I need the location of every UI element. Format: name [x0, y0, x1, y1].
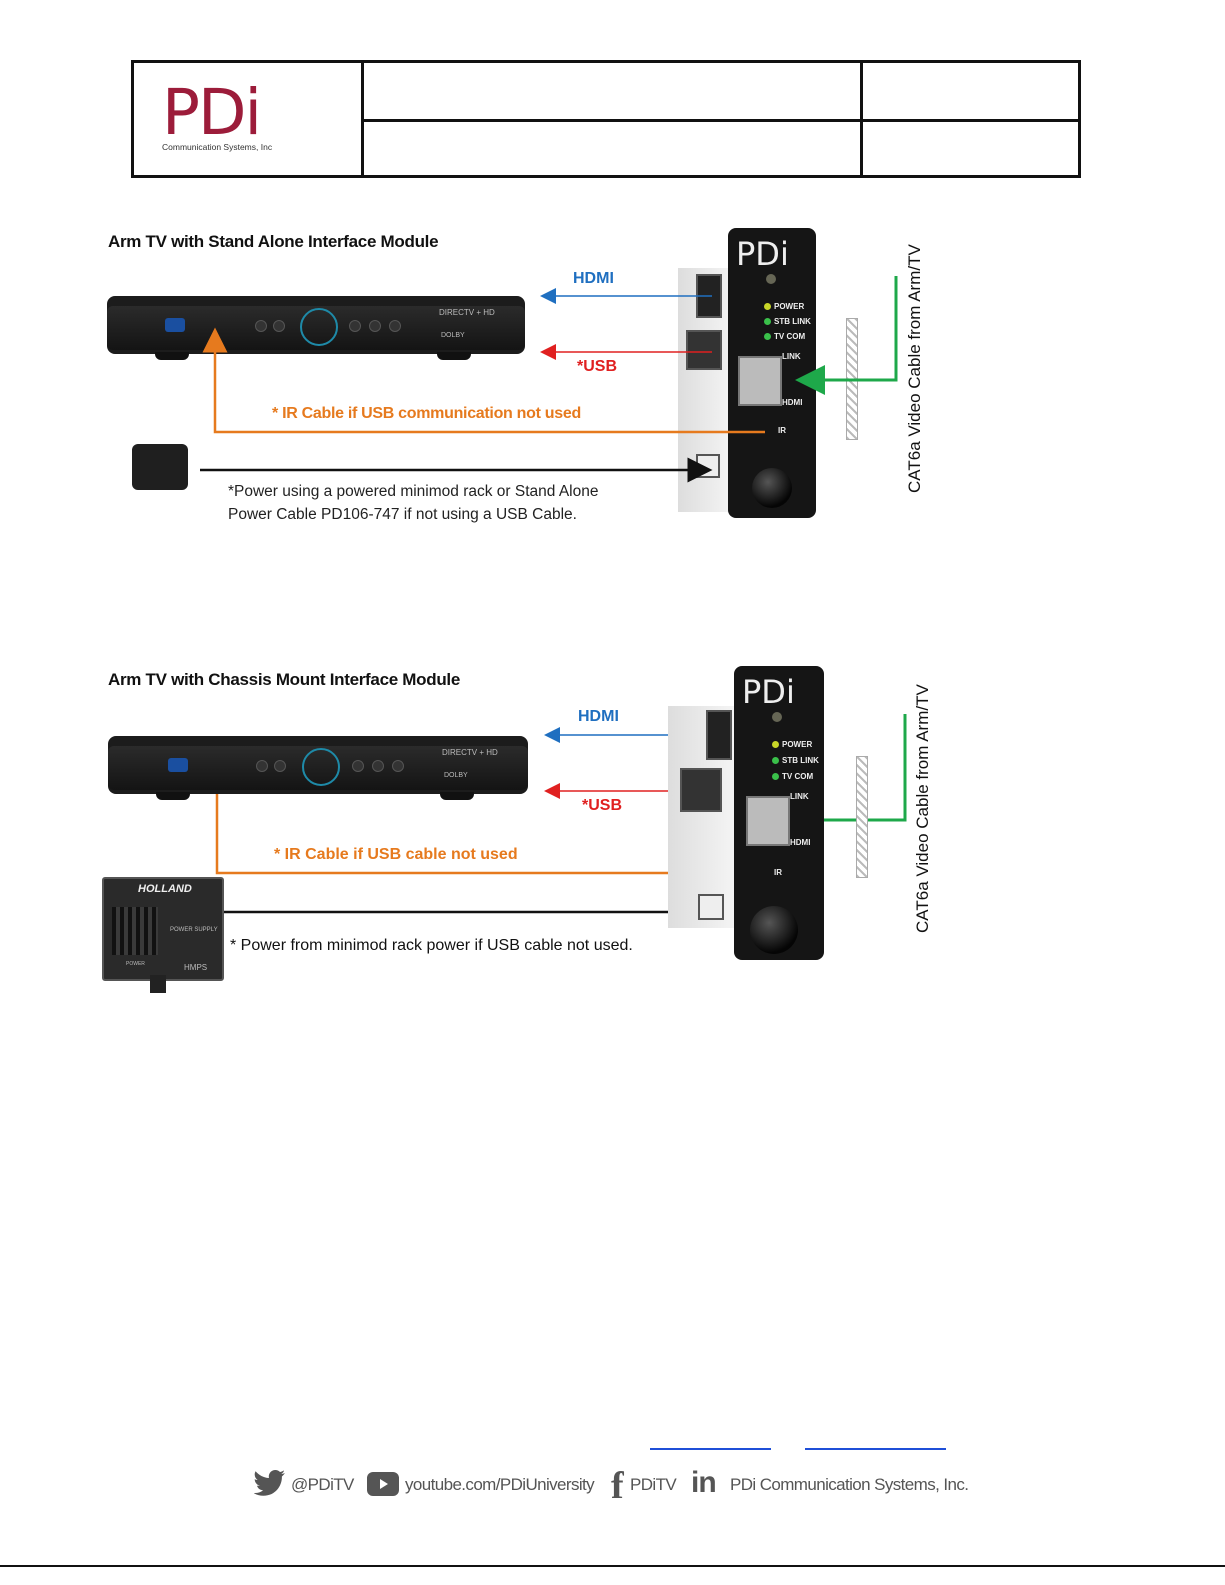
- twitter-icon: [253, 1470, 285, 1496]
- link-label: LINK: [782, 352, 801, 361]
- psu-brand: HOLLAND: [138, 883, 192, 895]
- twitter-handle[interactable]: @PDiTV: [291, 1475, 354, 1494]
- guide-button-icon: [369, 320, 381, 332]
- cat6-label: CAT6a Video Cable from Arm/TV: [913, 684, 932, 933]
- chassis-backplate: [668, 706, 734, 928]
- res-button-icon: [392, 760, 404, 772]
- diagram1-title: Arm TV with Stand Alone Interface Module: [108, 232, 439, 251]
- navigation-dial-icon: [302, 748, 340, 786]
- youtube-icon[interactable]: [367, 1472, 399, 1496]
- select-button-icon: [349, 320, 361, 332]
- power-led-icon: [772, 741, 779, 748]
- page-bottom-rule: [0, 1565, 1225, 1567]
- guide-button-icon: [372, 760, 384, 772]
- pdi-logo: PDi Communication Systems, Inc: [162, 81, 312, 152]
- facebook-icon[interactable]: f: [611, 1465, 624, 1507]
- hdmi-port-label: HDMI: [790, 838, 811, 847]
- power-adapter-icon: [132, 444, 188, 490]
- directv-logo-icon: [165, 318, 185, 332]
- rj45-port-icon: [738, 356, 782, 406]
- module-logo: PDi: [742, 673, 795, 711]
- linkedin-link[interactable]: PDi Communication Systems, Inc.: [730, 1475, 969, 1494]
- stb-link-label: STB LINK: [782, 756, 819, 765]
- youtube-link[interactable]: youtube.com/PDiUniversity: [405, 1475, 595, 1494]
- power-led-label: POWER: [774, 302, 805, 311]
- usb-label: *USB: [577, 358, 618, 375]
- dolby-label: DOLBY: [441, 332, 465, 339]
- usb-port-icon: [680, 768, 722, 812]
- mounting-knob-icon: [752, 468, 792, 508]
- cat6-label: CAT6a Video Cable from Arm/TV: [905, 244, 924, 493]
- power-note-line1: *Power using a powered minimod rack or S…: [228, 483, 599, 500]
- diagram2-title: Arm TV with Chassis Mount Interface Modu…: [108, 670, 460, 689]
- rj45-port-icon: [746, 796, 790, 846]
- directv-logo-icon: [168, 758, 188, 772]
- usb-port-icon: [686, 330, 722, 370]
- stb-link-led-icon: [772, 757, 779, 764]
- tv-com-label: TV COM: [782, 772, 814, 781]
- navigation-dial-icon: [300, 308, 338, 346]
- power-button-icon: [256, 760, 268, 772]
- ir-cable-label: * IR Cable if USB communication not used: [272, 405, 581, 422]
- linkedin-icon[interactable]: in: [691, 1466, 717, 1499]
- logo-subtitle: Communication Systems, Inc: [162, 142, 273, 152]
- power-note-line2: Power Cable PD106-747 if not using a USB…: [228, 506, 577, 523]
- hdmi-port-icon: [706, 710, 732, 760]
- document-header-table: PDi Communication Systems, Inc: [131, 60, 1081, 178]
- directv-receiver: DIRECTV + HD DOLBY: [107, 296, 525, 360]
- power-supply-icon: HOLLAND POWER SUPPLY HMPS POWER: [102, 877, 224, 981]
- screw-icon: [766, 274, 776, 284]
- psu-plug-icon: [150, 975, 166, 993]
- hdmi-label: HDMI: [578, 708, 619, 725]
- directv-receiver: DIRECTV + HD DOLBY: [108, 736, 528, 800]
- tv-com-led-icon: [764, 333, 771, 340]
- power-note: * Power from minimod rack power if USB c…: [230, 937, 633, 954]
- header-divider: [363, 119, 1078, 122]
- hdmi-port-label: HDMI: [782, 398, 803, 407]
- cat6-cable-line: [795, 276, 898, 395]
- cat6-cable-line: [769, 714, 907, 835]
- power-led-label: POWER: [782, 740, 813, 749]
- select-button-icon: [352, 760, 364, 772]
- twitter-link[interactable]: [253, 1470, 286, 1503]
- pdi-interface-module: PDi POWER STB LINK TV COM LINK HDMI IR: [734, 666, 824, 960]
- ir-cable-line: [202, 327, 765, 434]
- power-connector-icon: [698, 894, 724, 920]
- mounting-knob-icon: [750, 906, 798, 954]
- menu-button-icon: [273, 320, 285, 332]
- footer-link-underline[interactable]: [805, 1448, 946, 1450]
- dolby-label: DOLBY: [444, 772, 468, 779]
- module-logo: PDi: [736, 235, 789, 273]
- receiver-brand: DIRECTV + HD: [442, 748, 498, 757]
- vent-grille-icon: [112, 907, 158, 955]
- ir-port-label: IR: [774, 868, 782, 877]
- wall-plate-icon: [856, 756, 868, 878]
- ir-cable-label: * IR Cable if USB cable not used: [274, 846, 518, 863]
- ir-port-label: IR: [778, 426, 786, 435]
- power-led-icon: [764, 303, 771, 310]
- link-label: LINK: [790, 792, 809, 801]
- usb-label: *USB: [582, 797, 623, 814]
- res-button-icon: [389, 320, 401, 332]
- psu-label: POWER SUPPLY: [170, 927, 218, 933]
- psu-model: HMPS: [184, 963, 208, 972]
- psu-power-label: POWER: [126, 961, 145, 967]
- footer-link-underline[interactable]: [650, 1448, 771, 1450]
- header-divider: [361, 63, 364, 175]
- ir-cable-line: [204, 761, 770, 875]
- facebook-link[interactable]: PDiTV: [630, 1475, 677, 1494]
- tv-com-label: TV COM: [774, 332, 806, 341]
- hdmi-label: HDMI: [573, 270, 614, 287]
- tv-com-led-icon: [772, 773, 779, 780]
- stb-link-label: STB LINK: [774, 317, 811, 326]
- stb-link-led-icon: [764, 318, 771, 325]
- screw-icon: [772, 712, 782, 722]
- receiver-brand: DIRECTV + HD: [439, 308, 495, 317]
- logo-text: PDi: [162, 76, 262, 149]
- menu-button-icon: [274, 760, 286, 772]
- power-button-icon: [255, 320, 267, 332]
